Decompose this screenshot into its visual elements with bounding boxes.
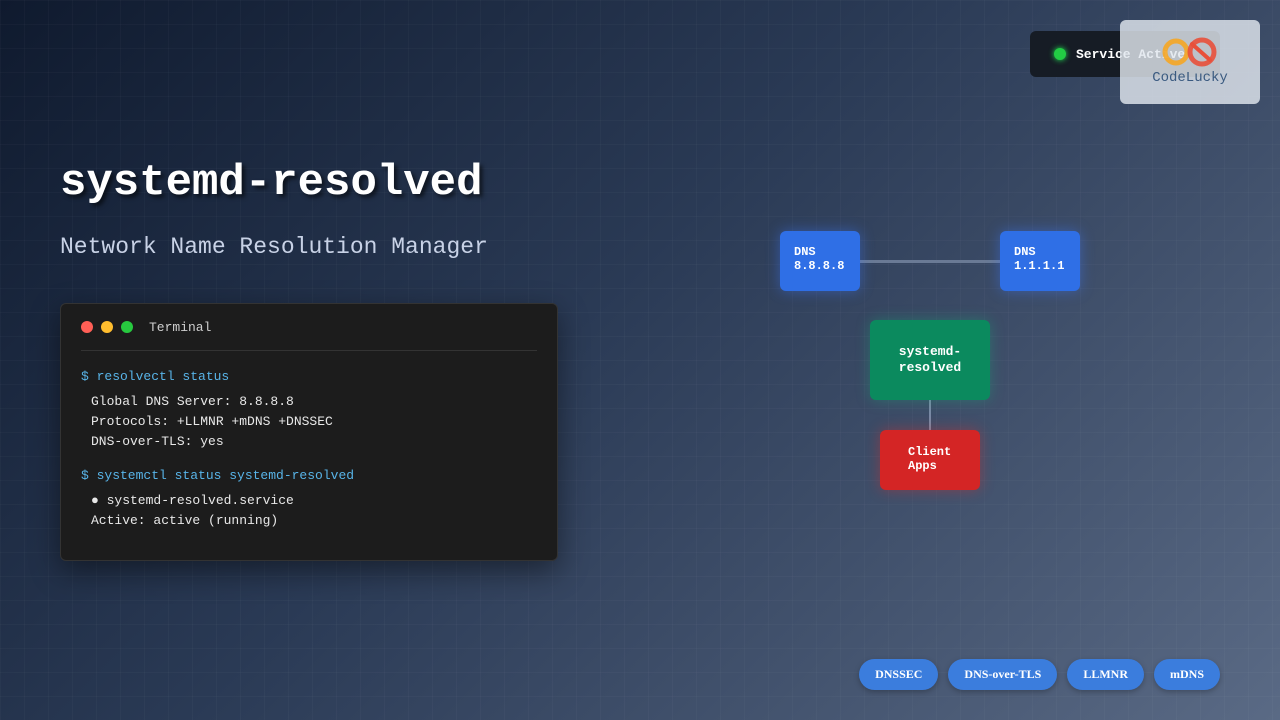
terminal-window: Terminal $ resolvectl status Global DNS … — [60, 303, 558, 561]
dns-node-primary: DNS 8.8.8.8 — [780, 231, 860, 291]
node-label: 1.1.1.1 — [1014, 259, 1065, 273]
terminal-output: Global DNS Server: 8.8.8.8 Protocols: +L… — [81, 392, 537, 452]
node-label: DNS — [1014, 245, 1036, 259]
logo-text: CodeLucky — [1152, 70, 1228, 86]
close-dot-icon[interactable] — [81, 321, 93, 333]
terminal-header: Terminal — [81, 304, 537, 351]
node-label: 8.8.8.8 — [794, 259, 845, 273]
node-label: resolved — [898, 360, 962, 375]
terminal-title: Terminal — [149, 319, 212, 335]
tag-dnssec[interactable]: DNSSEC — [859, 659, 939, 690]
status-indicator-icon — [1054, 48, 1066, 60]
terminal-output: ● systemd-resolved.service Active: activ… — [81, 491, 537, 531]
maximize-dot-icon[interactable] — [121, 321, 133, 333]
node-label: Client — [908, 445, 952, 459]
client-apps-node: Client Apps — [880, 430, 980, 490]
node-label: systemd- — [898, 344, 962, 359]
page-subtitle: Network Name Resolution Manager — [60, 234, 488, 260]
terminal-command: $ systemctl status systemd-resolved — [81, 468, 355, 483]
dns-node-secondary: DNS 1.1.1.1 — [1000, 231, 1080, 291]
tag-mdns[interactable]: mDNS — [1153, 659, 1220, 690]
node-label: Apps — [908, 459, 937, 473]
tag-dns-over-tls[interactable]: DNS-over-TLS — [948, 659, 1058, 690]
feature-tags: DNSSEC DNS-over-TLS LLMNR mDNS — [859, 659, 1220, 690]
output-line: DNS-over-TLS: yes — [91, 434, 224, 449]
output-line: Global DNS Server: 8.8.8.8 — [91, 394, 294, 409]
output-line: Active: active (running) — [91, 513, 279, 528]
connector-line — [860, 260, 1000, 263]
resolved-core-node: systemd- resolved — [870, 320, 990, 400]
output-line: Protocols: +LLMNR +mDNS +DNSSEC — [91, 414, 333, 429]
page-title: systemd-resolved — [60, 158, 483, 208]
tag-llmnr[interactable]: LLMNR — [1067, 659, 1144, 690]
output-line: ● systemd-resolved.service — [91, 493, 294, 508]
terminal-command: $ resolvectl status — [81, 369, 230, 384]
node-label: DNS — [794, 245, 816, 259]
codelucky-logo: CodeLucky — [1120, 20, 1260, 104]
minimize-dot-icon[interactable] — [101, 321, 113, 333]
connector-line — [929, 400, 931, 430]
logo-mark-icon — [1162, 37, 1217, 67]
